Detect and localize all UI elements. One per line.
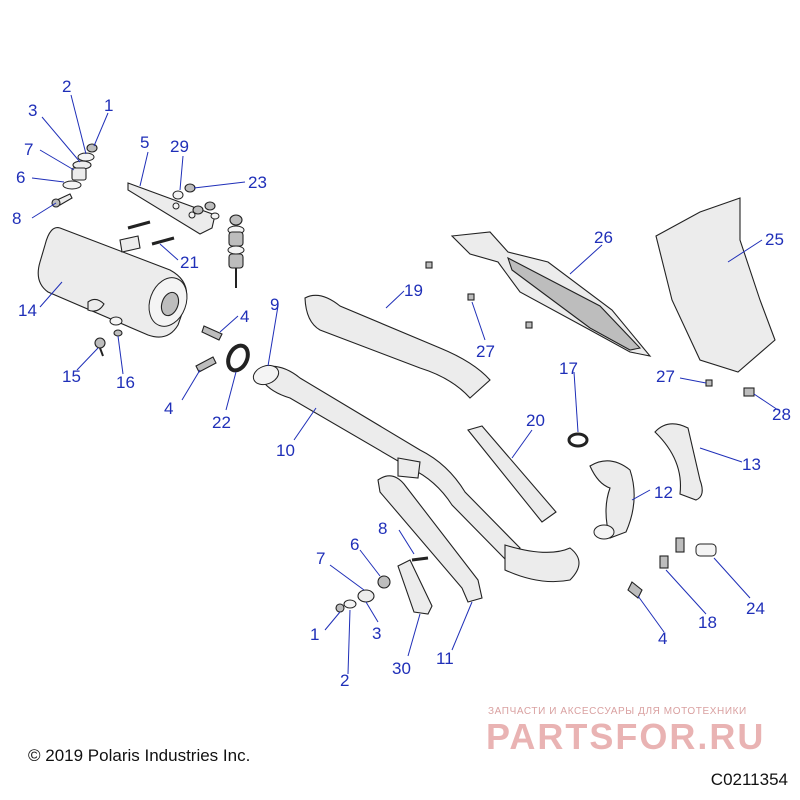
muffler-14 bbox=[37, 227, 188, 338]
callout-6b: 6 bbox=[350, 535, 359, 554]
callout-15: 15 bbox=[62, 367, 81, 386]
callout-27a: 27 bbox=[476, 342, 495, 361]
callout-8b: 8 bbox=[378, 519, 387, 538]
callout-16: 16 bbox=[116, 373, 135, 392]
pipe-10 bbox=[252, 364, 521, 561]
callout-29: 29 bbox=[170, 137, 189, 156]
callout-19: 19 bbox=[404, 281, 423, 300]
hardware-1-8-upper bbox=[51, 143, 98, 208]
fasteners-27-28 bbox=[425, 261, 755, 397]
sensor-18-24 bbox=[627, 537, 717, 599]
callout-18: 18 bbox=[698, 613, 717, 632]
callout-5: 5 bbox=[140, 133, 149, 152]
bolts-21 bbox=[127, 220, 175, 246]
callout-1b: 1 bbox=[310, 625, 319, 644]
callout-13: 13 bbox=[742, 455, 761, 474]
gasket-22 bbox=[226, 343, 250, 373]
callout-21: 21 bbox=[180, 253, 199, 272]
callout-3b: 3 bbox=[372, 624, 381, 643]
spring-4-mid bbox=[195, 356, 217, 373]
callout-2b: 2 bbox=[340, 671, 349, 690]
callout-27b: 27 bbox=[656, 367, 675, 386]
callout-24: 24 bbox=[746, 599, 765, 618]
callout-10: 10 bbox=[276, 441, 295, 460]
callout-8a: 8 bbox=[12, 209, 21, 228]
diagram-code: C0211354 bbox=[710, 770, 788, 789]
heatshield-26 bbox=[450, 231, 652, 357]
callout-3a: 3 bbox=[28, 101, 37, 120]
callout-25: 25 bbox=[765, 230, 784, 249]
callout-14: 14 bbox=[18, 301, 37, 320]
callout-labels: 1 2 3 7 6 8 5 29 23 21 14 15 16 4 4 9 22… bbox=[12, 77, 791, 690]
callout-4a: 4 bbox=[240, 307, 249, 326]
callout-30: 30 bbox=[392, 659, 411, 678]
callout-9: 9 bbox=[270, 295, 279, 314]
callout-28: 28 bbox=[772, 405, 791, 424]
pipe-20-shield bbox=[467, 425, 580, 583]
bracket-30 bbox=[397, 559, 433, 615]
callout-4b: 4 bbox=[164, 399, 173, 418]
callout-23: 23 bbox=[248, 173, 267, 192]
copyright-notice: © 2019 Polaris Industries Inc. bbox=[28, 746, 251, 765]
watermark-tagline: ЗАПЧАСТИ И АКСЕССУАРЫ ДЛЯ МОТОТЕХНИКИ bbox=[488, 706, 747, 717]
callout-6a: 6 bbox=[16, 168, 25, 187]
callout-1a: 1 bbox=[104, 96, 113, 115]
callout-11: 11 bbox=[436, 649, 454, 668]
flange-13 bbox=[654, 423, 703, 501]
elbow-12 bbox=[589, 460, 635, 540]
callout-4c: 4 bbox=[658, 629, 667, 648]
callout-26: 26 bbox=[594, 228, 613, 247]
spring-4-upper bbox=[201, 325, 223, 341]
callout-2a: 2 bbox=[62, 77, 71, 96]
heatshield-19 bbox=[304, 294, 491, 399]
callout-17: 17 bbox=[559, 359, 578, 378]
hardware-1-8-lower bbox=[335, 556, 429, 613]
pipe-11 bbox=[377, 475, 483, 603]
gasket-17 bbox=[567, 432, 589, 448]
callout-7b: 7 bbox=[316, 549, 325, 568]
callout-20: 20 bbox=[526, 411, 545, 430]
callout-7a: 7 bbox=[24, 140, 33, 159]
callout-22: 22 bbox=[212, 413, 231, 432]
isolator-stack bbox=[227, 214, 245, 288]
heatshield-25 bbox=[655, 197, 776, 373]
leader-lines bbox=[31, 94, 779, 675]
callout-12: 12 bbox=[654, 483, 673, 502]
watermark-logo: PARTSFOR.RU bbox=[486, 716, 766, 757]
hardware-29-23 bbox=[172, 183, 220, 220]
